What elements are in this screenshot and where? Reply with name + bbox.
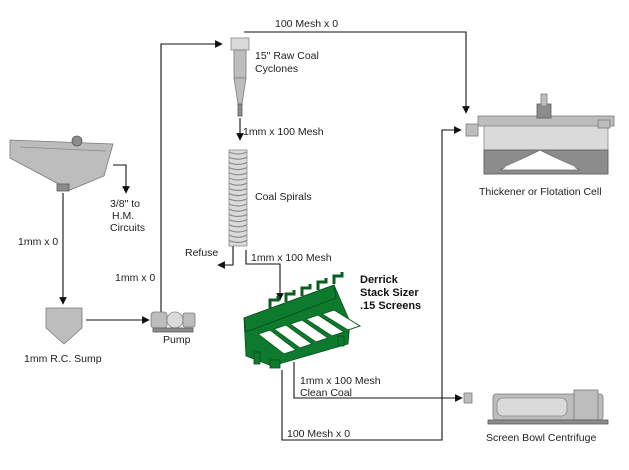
spiral-band <box>228 156 248 160</box>
label-derrick-line2: Stack Sizer <box>360 287 419 299</box>
feed-pipe <box>300 284 312 296</box>
flow-undersize-to-thickener <box>281 126 462 441</box>
label-clean-coal-line2: Clean Coal <box>300 387 352 399</box>
label-sump: 1mm R.C. Sump <box>24 353 102 365</box>
cyclone-icon <box>230 37 250 117</box>
label-clean-coal-line1: 1mm x 100 Mesh <box>300 375 381 387</box>
spiral-band <box>228 182 248 186</box>
label-flow-1mm-x0-pump: 1mm x 0 <box>115 272 155 284</box>
spiral-band <box>228 219 248 223</box>
flow-clean-coal-to-centrifuge <box>293 362 463 402</box>
flow-pump-to-cyclones <box>160 40 223 320</box>
label-spirals: Coal Spirals <box>255 191 312 203</box>
spiral-band <box>228 161 248 165</box>
feed-pipe <box>316 278 328 290</box>
spiral-band <box>228 234 248 238</box>
screen-deck <box>288 319 330 343</box>
spiral-band <box>228 151 248 155</box>
label-flow-1mm-100mesh-2: 1mm x 100 Mesh <box>251 252 332 264</box>
spiral-band <box>228 203 248 207</box>
spiral-band <box>228 187 248 191</box>
screen-icon <box>9 135 114 192</box>
spiral-band <box>228 198 248 202</box>
label-cyclones-line2: Cyclones <box>255 63 298 75</box>
spiral-band <box>228 224 248 228</box>
label-hm-line1: 3/8" to <box>110 198 140 210</box>
spiral-band <box>228 229 248 233</box>
feed-pipe <box>268 296 280 308</box>
spiral-band <box>228 177 248 181</box>
label-thickener: Thickener or Flotation Cell <box>479 186 602 198</box>
screen-deck <box>256 329 298 355</box>
label-derrick-line1: Derrick <box>360 274 399 286</box>
spiral-band <box>228 193 248 197</box>
spiral-band <box>228 208 248 212</box>
feed-pipe <box>332 272 344 284</box>
label-centrifuge: Screen Bowl Centrifuge <box>486 432 596 444</box>
flow-screen-to-hm <box>113 164 130 194</box>
label-derrick-line3: .15 Screens <box>360 300 421 312</box>
label-hm-line2: H.M. <box>112 210 134 222</box>
screen-deck <box>304 314 346 337</box>
spiral-band <box>228 172 248 176</box>
thickener-icon <box>465 93 615 175</box>
label-flow-1mm-100mesh: 1mm x 100 Mesh <box>243 126 324 138</box>
label-flow-100mesh-top: 100 Mesh x 0 <box>275 18 338 30</box>
spiral-band <box>228 213 248 217</box>
feed-pipe <box>284 290 296 302</box>
label-flow-1mm-x0-left: 1mm x 0 <box>18 236 58 248</box>
label-hm-line3: Circuits <box>110 222 145 234</box>
label-pump: Pump <box>163 334 191 346</box>
screen-deck <box>320 309 362 331</box>
spiral-band <box>228 167 248 171</box>
flow-spirals-to-stack-sizer <box>245 250 284 301</box>
spirals-icon <box>228 149 248 247</box>
label-cyclones-line1: 15" Raw Coal <box>255 50 319 62</box>
flow-cyclone-overflow-to-thickener <box>244 31 470 114</box>
spiral-band <box>228 239 248 243</box>
sump-icon <box>45 307 83 345</box>
label-flow-100mesh-bottom: 100 Mesh x 0 <box>287 428 350 440</box>
flow-lines <box>59 31 470 441</box>
pump-icon <box>150 311 196 333</box>
labels: 100 Mesh x 0 15" Raw Coal Cyclones 1mm x… <box>18 18 602 444</box>
stack-sizer-icon <box>243 272 362 369</box>
flow-spirals-refuse <box>217 246 234 269</box>
label-refuse: Refuse <box>185 247 218 259</box>
centrifuge-icon <box>463 389 609 425</box>
screen-deck <box>272 324 314 349</box>
